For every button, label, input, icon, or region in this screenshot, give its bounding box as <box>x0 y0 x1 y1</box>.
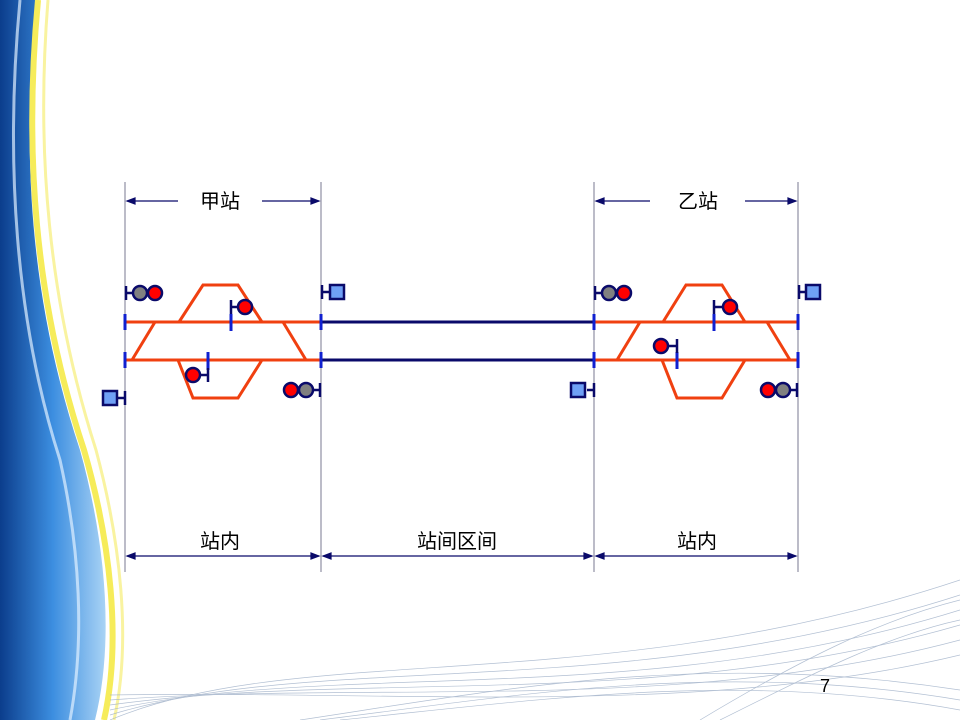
signal-exit-a-lower <box>184 366 210 384</box>
left-swoosh-decoration <box>0 0 125 720</box>
signal-block-a-right <box>320 283 346 301</box>
guide-lines <box>124 182 799 572</box>
signal-exit-a-upper <box>229 298 254 316</box>
section-tracks <box>321 320 594 362</box>
signal-block-b-left <box>569 381 596 399</box>
signal-exit-b-upper <box>712 298 739 316</box>
station-b-label: 乙站 <box>678 189 718 213</box>
station-a-label: 甲站 <box>200 189 240 213</box>
signal-block-b-right <box>797 283 822 301</box>
dimension-arrows <box>125 197 798 560</box>
in-station-left-label: 站内 <box>200 529 240 553</box>
signal-exit-b-lower <box>652 337 679 355</box>
signal-block-a-left <box>101 389 127 407</box>
section-between-label: 站间区间 <box>417 529 497 553</box>
signal-entry-b-up <box>759 381 799 399</box>
station-a-tracks <box>125 283 321 400</box>
bottom-wave-decoration <box>109 579 960 720</box>
station-b-tracks <box>594 283 798 400</box>
signal-entry-b-down <box>593 284 633 302</box>
signal-entry-a-down <box>124 284 164 302</box>
signal-entry-a-up <box>282 381 322 399</box>
page-number: 7 <box>820 676 831 696</box>
in-station-right-label: 站内 <box>677 529 717 553</box>
insulation-joints <box>123 314 800 370</box>
